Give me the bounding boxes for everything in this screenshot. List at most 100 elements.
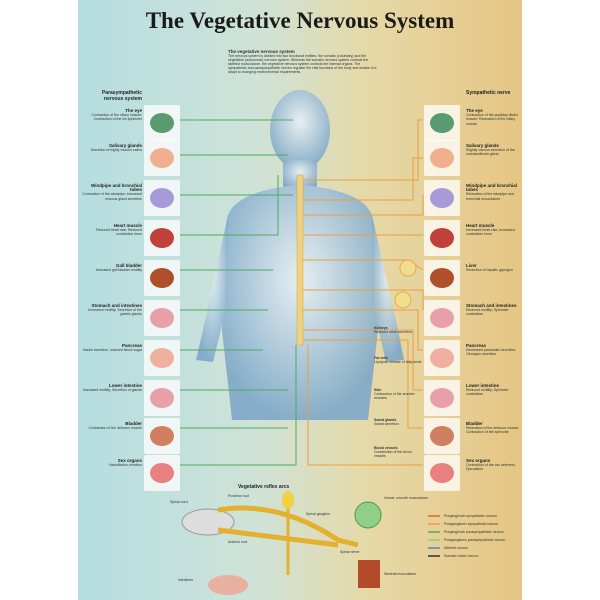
organ-icon (150, 463, 174, 483)
organ-label: Sex organs (466, 458, 491, 463)
organ-label: Windpipe and bronchial tubes (91, 183, 142, 193)
sympathetic-header: Sympathetic nerve (466, 90, 511, 96)
organ-illustration (424, 380, 460, 416)
organ-label: Bladder (125, 421, 142, 426)
legend-entry: Postganglionic sympathetic neuron (444, 522, 499, 526)
organ-desc: Reduced urine secretion (374, 330, 412, 334)
parasympathetic-lines (180, 119, 297, 466)
organ-icon (150, 228, 174, 248)
body-figure (180, 90, 440, 595)
organ-label: Fat cells (374, 356, 389, 360)
reflex-legend-lines (428, 515, 440, 557)
organ-illustration (424, 260, 460, 296)
organ-label: Gall bladder (115, 263, 142, 268)
organ-label: Heart muscle (113, 223, 142, 228)
organ-desc: Sweat secretion (374, 422, 399, 426)
organ-illustration (144, 260, 180, 296)
organ-illustration (424, 220, 460, 256)
organ-illustration (144, 105, 180, 141)
organ-label: Sweat glands (374, 418, 397, 422)
organ-illustration (424, 340, 460, 376)
organ-desc: Contraction of the vas deferens; Ejacula… (466, 463, 516, 472)
legend-entry: Somatic motor neuron (444, 554, 479, 558)
reflex-title: Vegetative reflex arcs (238, 484, 290, 490)
organ-icon (430, 348, 454, 368)
organ-illustration (424, 140, 460, 176)
organ-icon (430, 228, 454, 248)
poster: The Vegetative Nervous System The vegeta… (78, 0, 522, 600)
organ-icon (150, 148, 174, 168)
organ-desc: Relaxation of the windpipe and bronchial… (466, 192, 514, 201)
organ-illustration (144, 455, 180, 491)
organ-icon (150, 188, 174, 208)
organ-illustration (424, 455, 460, 491)
organ-label: Skin (374, 388, 382, 392)
organ-desc: Reduction of hepatic glycogen (466, 268, 513, 273)
organ-label: Windpipe and bronchial tubes (466, 183, 517, 193)
organ-icon (430, 188, 454, 208)
organ-label: Lower intestine (466, 383, 500, 388)
legend-entry: Preganglionic sympathetic neuron (444, 514, 497, 518)
organ-illustration (144, 180, 180, 216)
organ-label: Lower intestine (108, 383, 142, 388)
reflex-label: Skeletal musculature (384, 572, 417, 576)
organ-icon (430, 308, 454, 328)
organ-label: Heart muscle (466, 223, 495, 228)
organ-desc: Contraction of the arrector muscles (374, 392, 415, 400)
organ-label: Stomach and intestines (91, 303, 142, 308)
organ-desc: Decreased pancreatic secretion; Glucagon… (466, 348, 517, 357)
organ-label: Pancreas (121, 343, 142, 348)
organ-label: Kidneys (374, 326, 388, 330)
organ-desc: Constriction of the blood vessels (374, 450, 412, 458)
reflex-label: Posterior root (228, 494, 250, 498)
spinal-cord (296, 174, 304, 346)
organ-label: Salivary glands (108, 143, 142, 148)
organ-icon (150, 348, 174, 368)
reflex-label: Vessel, smooth musculature (384, 496, 428, 500)
organ-desc: Increased motility; Secretion of the gas… (88, 308, 142, 317)
reflex-label: Spinal ganglion (306, 512, 330, 516)
organ-icon (430, 113, 454, 133)
organ-illustration (144, 220, 180, 256)
organ-illustration (424, 180, 460, 216)
organ-label: The eye (125, 108, 142, 113)
organ-label: Bladder (466, 421, 483, 426)
organ-label: Pancreas (466, 343, 487, 348)
organ-desc: Lipolysis, release of fatty acids (374, 360, 422, 364)
organ-illustration (424, 105, 460, 141)
organ-illustration (144, 140, 180, 176)
organ-icon (150, 426, 174, 446)
organ-desc: Increased motility; Secretion of glands (82, 388, 142, 393)
organ-label: Sex organs (117, 458, 142, 463)
organ-desc: Secretion of highly viscous saliva (90, 148, 142, 153)
organ-label: Blood vessels (374, 446, 398, 450)
organ-illustration (144, 380, 180, 416)
organ-icon (150, 308, 174, 328)
sympathetic-lines (303, 119, 424, 466)
organ-desc: Reduced heart rate; Reduced contraction … (96, 228, 142, 237)
organ-desc: Relaxation of the detrusor muscle; Contr… (466, 426, 520, 435)
reflex-label: Anterior root (228, 540, 248, 544)
organ-desc: Reduced motility; Sphincter contraction (466, 308, 509, 317)
organ-label: Salivary glands (466, 143, 500, 148)
